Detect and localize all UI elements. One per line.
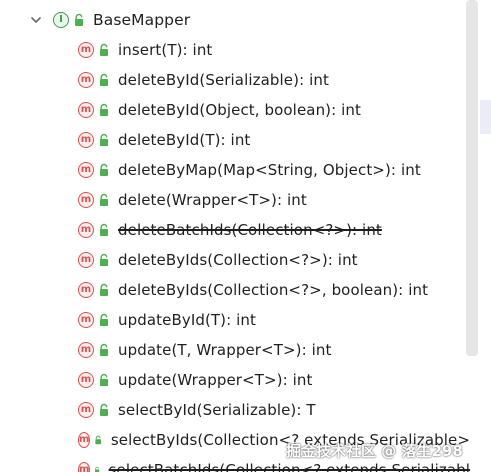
method-label: selectByIds(Collection<? extends Seriali…: [110, 431, 470, 449]
method-icon: m: [78, 192, 94, 208]
public-lock-icon: [95, 466, 100, 472]
interface-icon: I: [53, 12, 69, 28]
method-icon: m: [78, 72, 94, 88]
method-label: selectBatchIds(Collection<? extends Seri…: [108, 461, 470, 472]
method-label: deleteByIds(Collection<?>, boolean): int: [118, 281, 429, 299]
public-lock-icon: [100, 403, 108, 416]
method-item[interactable]: m insert(T): int: [0, 35, 470, 65]
public-lock-icon: [100, 103, 108, 116]
method-item[interactable]: m selectBatchIds(Collection<? extends Se…: [0, 455, 470, 472]
method-icon: m: [78, 102, 94, 118]
method-label: selectById(Serializable): T: [118, 401, 316, 419]
method-icon: m: [78, 402, 94, 418]
method-icon: m: [78, 282, 94, 298]
method-item[interactable]: m deleteById(T): int: [0, 125, 470, 155]
method-item[interactable]: m selectById(Serializable): T: [0, 395, 470, 425]
method-label: insert(T): int: [118, 41, 213, 59]
method-label: update(Wrapper<T>): int: [118, 371, 313, 389]
chevron-down-icon[interactable]: [31, 15, 41, 25]
public-lock-icon: [100, 43, 108, 56]
public-lock-icon: [100, 163, 108, 176]
method-icon: m: [78, 432, 91, 448]
tree-node-label: BaseMapper: [93, 11, 191, 29]
public-lock-icon: [100, 283, 108, 296]
method-label: deleteById(Serializable): int: [118, 71, 329, 89]
method-list: m insert(T): int m deleteById(Serializab…: [0, 35, 470, 472]
public-lock-icon: [100, 223, 108, 236]
method-label: delete(Wrapper<T>): int: [118, 191, 307, 209]
method-item[interactable]: m deleteByIds(Collection<?>): int: [0, 245, 470, 275]
public-lock-icon: [100, 373, 108, 386]
method-icon: m: [78, 42, 94, 58]
public-lock-icon: [100, 193, 108, 206]
public-lock-icon: [100, 343, 108, 356]
method-icon: m: [78, 462, 91, 472]
method-label: deleteById(T): int: [118, 131, 251, 149]
method-item[interactable]: m update(T, Wrapper<T>): int: [0, 335, 470, 365]
method-item[interactable]: m update(Wrapper<T>): int: [0, 365, 470, 395]
method-label: deleteById(Object, boolean): int: [118, 101, 362, 119]
tree-node-basemapper[interactable]: I BaseMapper: [0, 5, 470, 35]
method-label: deleteByMap(Map<String, Object>): int: [118, 161, 421, 179]
side-panel-edge: [480, 100, 491, 134]
public-lock-icon: [95, 435, 102, 445]
method-icon: m: [78, 162, 94, 178]
public-lock-icon: [75, 13, 83, 26]
method-item[interactable]: m deleteById(Serializable): int: [0, 65, 470, 95]
method-label: update(T, Wrapper<T>): int: [118, 341, 332, 359]
method-item[interactable]: m deleteByMap(Map<String, Object>): int: [0, 155, 470, 185]
scrollbar-thumb[interactable]: [466, 0, 478, 356]
method-item[interactable]: m deleteByIds(Collection<?>, boolean): i…: [0, 275, 470, 305]
public-lock-icon: [100, 313, 108, 326]
structure-tree: I BaseMapper m insert(T): int m deleteBy…: [0, 5, 470, 472]
method-item[interactable]: m delete(Wrapper<T>): int: [0, 185, 470, 215]
method-label: deleteByIds(Collection<?>): int: [118, 251, 358, 269]
method-label: deleteBatchIds(Collection<?>): int: [118, 221, 382, 239]
method-icon: m: [78, 342, 94, 358]
method-icon: m: [78, 222, 94, 238]
public-lock-icon: [100, 253, 108, 266]
method-item[interactable]: m selectByIds(Collection<? extends Seria…: [0, 425, 470, 455]
method-item[interactable]: m deleteById(Object, boolean): int: [0, 95, 470, 125]
method-icon: m: [78, 132, 94, 148]
public-lock-icon: [100, 133, 108, 146]
method-item[interactable]: m deleteBatchIds(Collection<?>): int: [0, 215, 470, 245]
method-item[interactable]: m updateById(T): int: [0, 305, 470, 335]
method-icon: m: [78, 312, 94, 328]
method-icon: m: [78, 252, 94, 268]
public-lock-icon: [100, 73, 108, 86]
method-label: updateById(T): int: [118, 311, 257, 329]
method-icon: m: [78, 372, 94, 388]
